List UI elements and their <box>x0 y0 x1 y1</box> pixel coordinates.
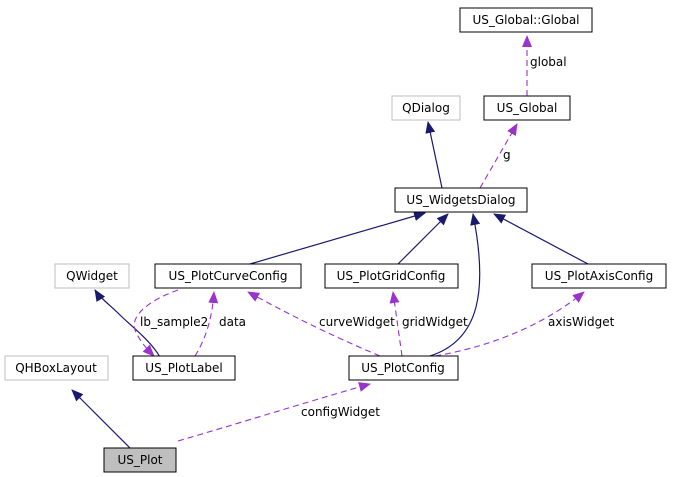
node-qwidget[interactable]: QWidget <box>54 263 130 289</box>
edge-gridconfig-to-plotconfig <box>389 291 403 357</box>
node-us-plotcurveconfig[interactable]: US_PlotCurveConfig <box>154 263 302 289</box>
node-label: US_Plot <box>117 453 162 467</box>
node-label: US_PlotAxisConfig <box>545 269 653 283</box>
edge-widgetsdialog-to-axisconfig <box>493 213 589 265</box>
edge-label-axiswidget: axisWidget <box>548 315 615 329</box>
node-label: US_PlotLabel <box>145 361 222 375</box>
edge-curveconfig-to-plotlabel <box>133 289 179 357</box>
edge-curveconfig-to-plotconfig <box>247 291 381 357</box>
edge-label-configwidget: configWidget <box>301 405 380 419</box>
node-label: US_Global <box>497 101 558 115</box>
edge-qdialog-to-widgetsdialog <box>425 121 443 189</box>
node-label: US_PlotConfig <box>361 361 445 375</box>
node-us-plot[interactable]: US_Plot <box>103 447 177 473</box>
edge-label-g: g <box>503 148 511 162</box>
edge-label-gridwidget: gridWidget <box>402 315 468 329</box>
edge-label-curvewidget: curveWidget <box>319 315 395 329</box>
node-us-plotlabel[interactable]: US_PlotLabel <box>132 355 236 381</box>
node-label: US_PlotCurveConfig <box>169 269 288 283</box>
node-label: QHBoxLayout <box>15 361 97 375</box>
edge-label-lb-sample2: lb_sample2 <box>140 315 208 329</box>
edges-layer <box>71 35 589 449</box>
edge-plotlabel-to-curveconfig <box>194 291 219 357</box>
node-qhboxlayout[interactable]: QHBoxLayout <box>4 355 109 381</box>
node-us-plotgridconfig[interactable]: US_PlotGridConfig <box>324 263 459 289</box>
node-label: US_PlotGridConfig <box>337 269 446 283</box>
edge-labels-layer: global g lb_sample2 data curveWidget gri… <box>140 55 615 419</box>
node-us-global-global[interactable]: US_Global::Global <box>459 7 593 33</box>
node-us-global[interactable]: US_Global <box>483 95 571 121</box>
edge-usglobal-to-widgetsdialog <box>479 123 518 189</box>
node-us-plotaxisconfig[interactable]: US_PlotAxisConfig <box>531 263 667 289</box>
edge-label-global: global <box>530 55 567 69</box>
node-label: US_Global::Global <box>472 13 579 27</box>
node-label: QDialog <box>402 101 450 115</box>
node-label: US_WidgetsDialog <box>406 193 515 207</box>
edge-label-data: data <box>219 315 246 329</box>
edge-widgetsdialog-to-plotconfig <box>429 213 481 357</box>
node-qdialog[interactable]: QDialog <box>391 95 461 121</box>
node-label: QWidget <box>66 269 118 283</box>
nodes-layer: US_Global::Global QDialog US_Global US_W… <box>4 7 667 473</box>
edge-qwidget-to-plotlabel <box>94 289 161 358</box>
edge-axisconfig-to-plotconfig <box>434 291 585 357</box>
edge-widgetsdialog-to-curveconfig <box>249 211 426 265</box>
node-us-widgetsdialog[interactable]: US_WidgetsDialog <box>394 187 528 213</box>
node-us-plotconfig[interactable]: US_PlotConfig <box>348 355 459 381</box>
edge-qhboxlayout-to-plot <box>71 389 131 449</box>
edge-plotconfig-to-plot <box>177 382 371 442</box>
edge-widgetsdialog-to-gridconfig <box>397 213 449 265</box>
